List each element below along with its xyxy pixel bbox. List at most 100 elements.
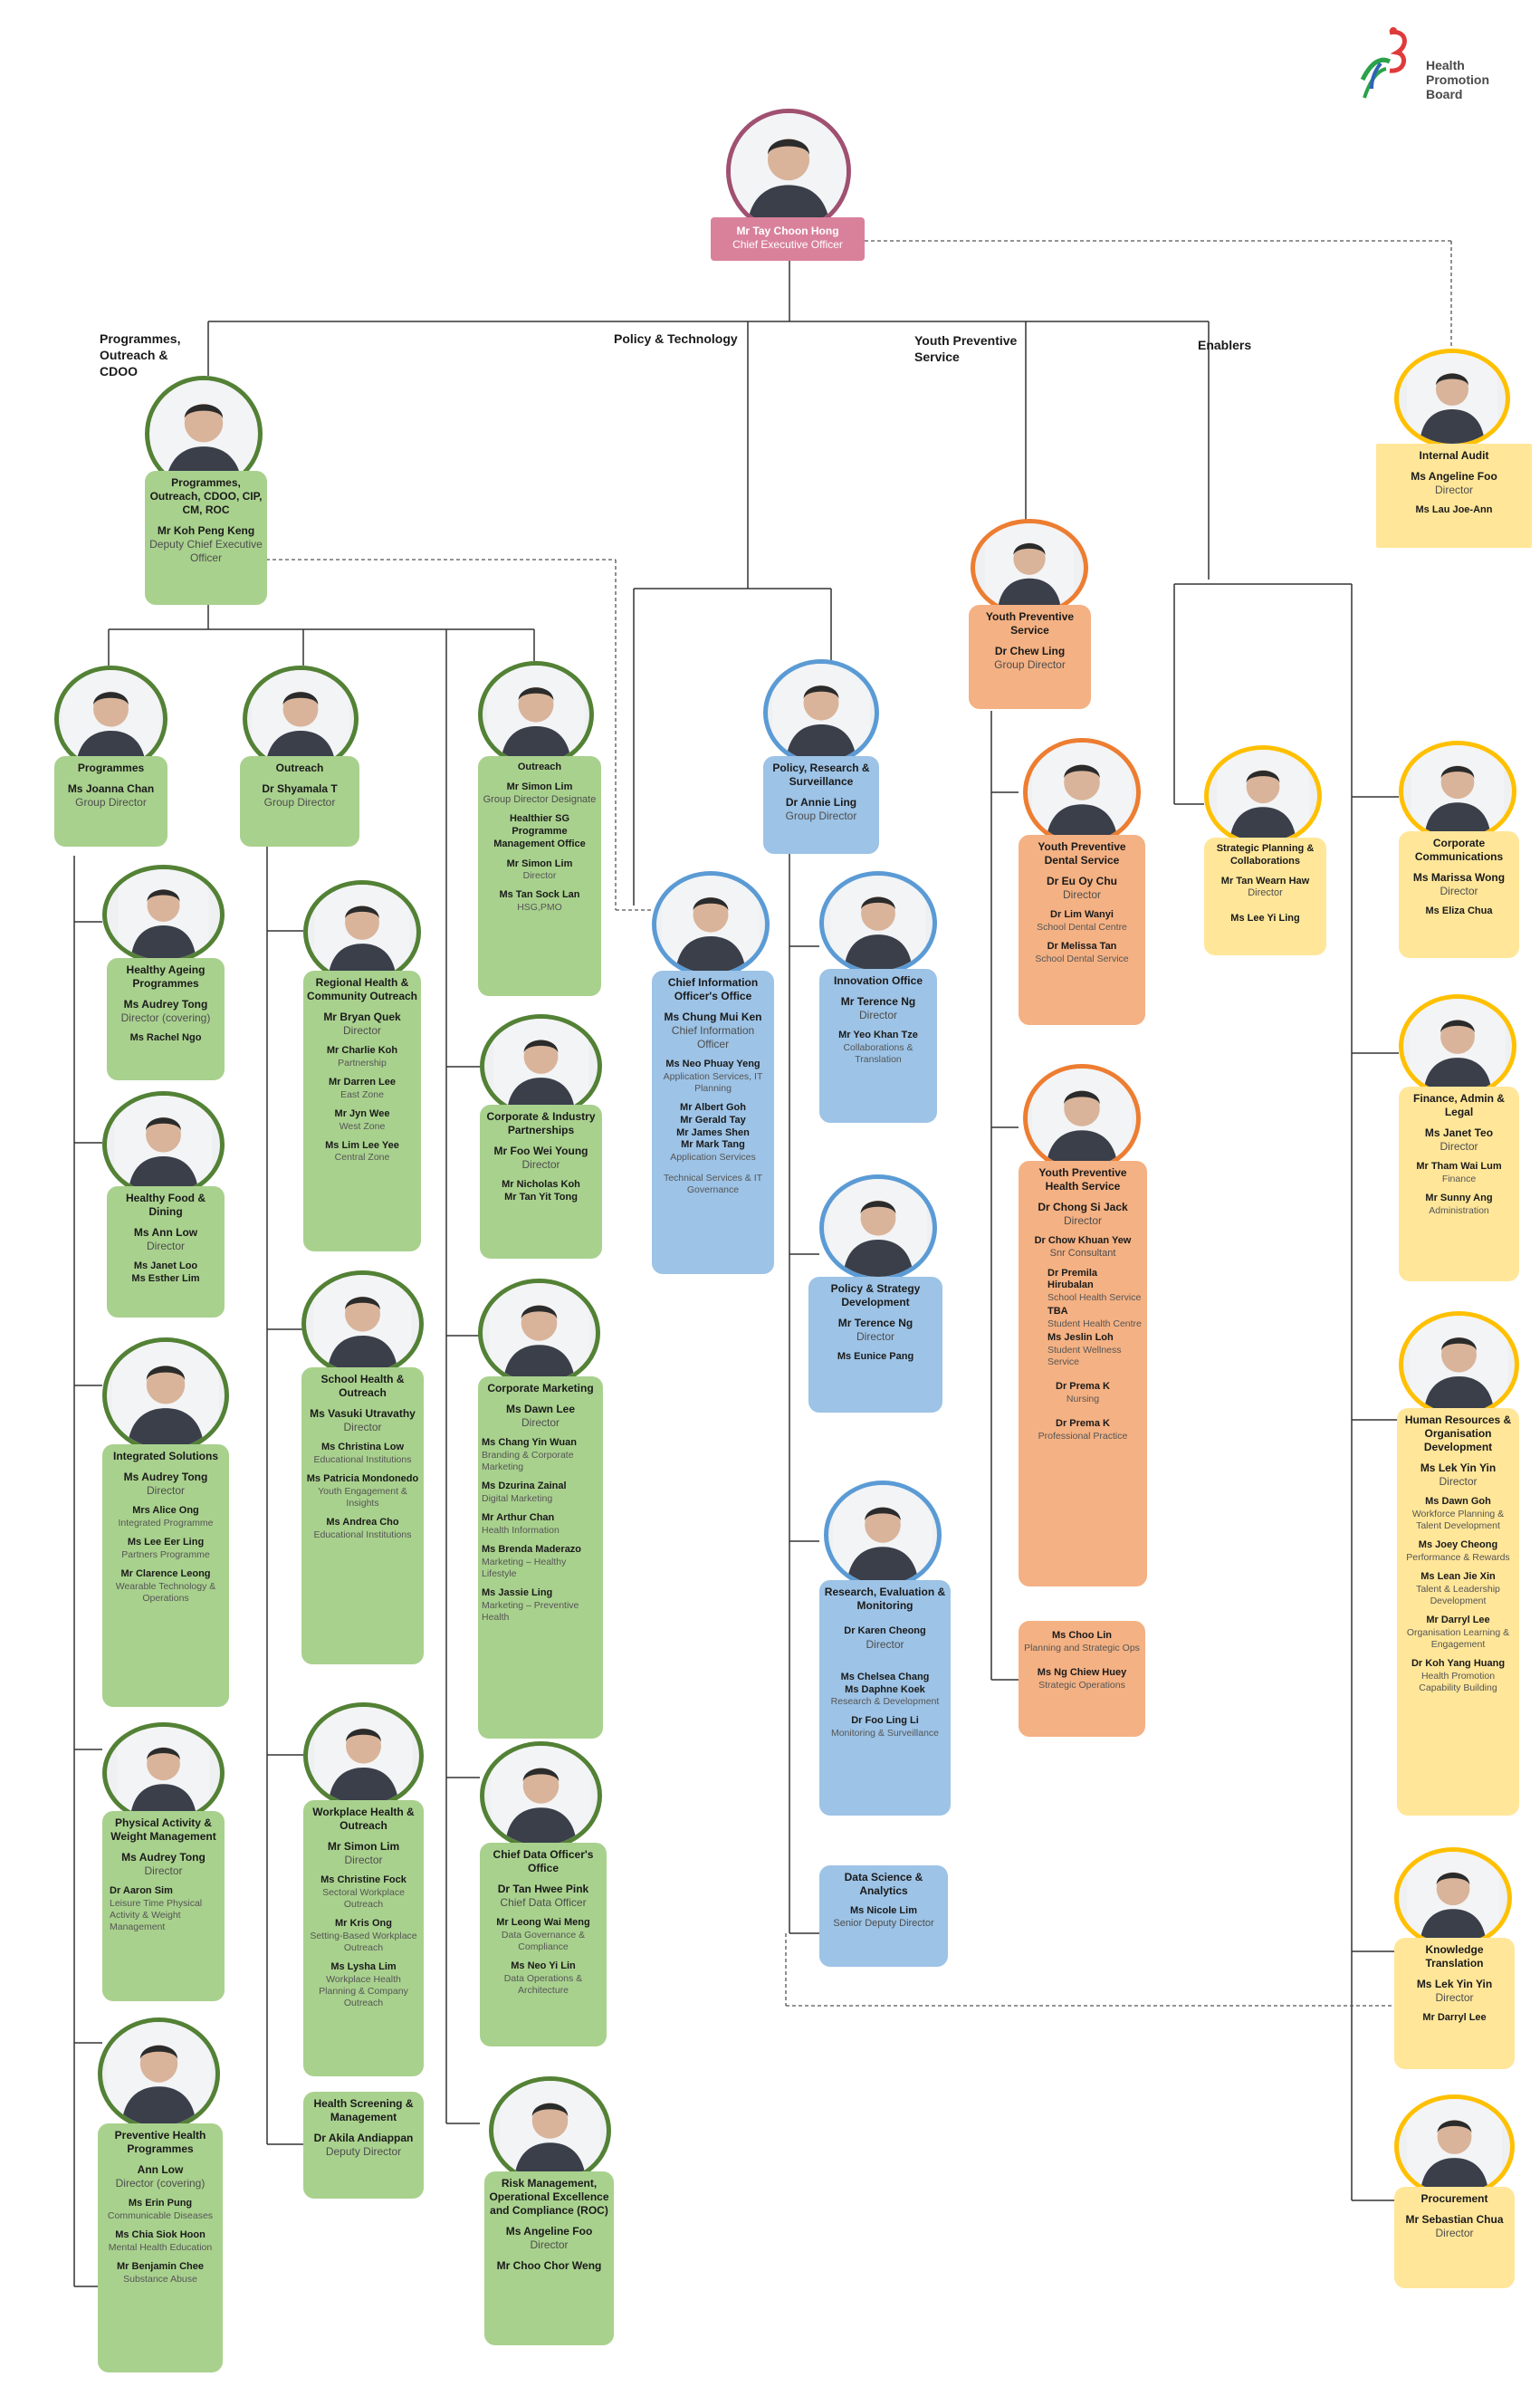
datasci-box[interactable]: Data Science & Analytics Ms Nicole Lim S… (819, 1865, 948, 1967)
planops-box[interactable]: Ms Choo Lin Planning and Strategic Ops M… (1019, 1621, 1145, 1737)
outreach-box[interactable]: Outreach Dr Shyamala T Group Director (240, 756, 359, 847)
corpmkt-s4: Ms Brenda Maderazo (482, 1543, 582, 1555)
audit-box[interactable]: Internal Audit Ms Angeline Foo Director … (1376, 444, 1532, 548)
cio-photo (652, 871, 770, 978)
finance-box[interactable]: Finance, Admin & Legal Ms Janet Teo Dire… (1399, 1087, 1519, 1281)
integrated-s1-role: Integrated Programme (118, 1517, 214, 1529)
hr-s3: Ms Lean Jie Xin (1420, 1570, 1496, 1582)
dceo-box[interactable]: Programmes, Outreach, CDOO, CIP, CM, ROC… (145, 471, 267, 605)
audit-photo (1394, 349, 1510, 448)
corpmkt-box[interactable]: Corporate Marketing Ms Dawn Lee Director… (478, 1376, 603, 1739)
research-box[interactable]: Research, Evaluation & Monitoring Dr Kar… (819, 1580, 951, 1816)
preventive-s2-role: Mental Health Education (108, 2241, 213, 2253)
school-photo (301, 1270, 424, 1377)
cio-title: Chief Information Officer's Office (667, 976, 759, 1002)
cio-name: Ms Chung Mui Ken (664, 1011, 762, 1023)
dental-box[interactable]: Youth Preventive Dental Service Dr Eu Oy… (1019, 835, 1145, 1025)
corpmkt-s1: Ms Chang Yin Wuan (482, 1437, 577, 1448)
integrated-box[interactable]: Integrated Solutions Ms Audrey Tong Dire… (102, 1444, 229, 1707)
regional-s1: Mr Charlie Koh (326, 1045, 398, 1056)
person-icon (306, 1275, 419, 1373)
outreach2-box[interactable]: Outreach Mr Simon Lim Group Director Des… (478, 756, 601, 996)
integrated-s3-role: Wearable Technology & Operations (115, 1580, 216, 1604)
screening-role: Deputy Director (325, 2145, 402, 2158)
person-icon (1399, 2099, 1510, 2194)
outreach2-role: Group Director Designate (483, 793, 597, 805)
dental-s2-role: School Dental Service (1035, 953, 1129, 964)
section-programmes: Programmes, Outreach & CDOO (100, 331, 181, 379)
hr-role: Director (1439, 1475, 1478, 1488)
strategic-box[interactable]: Strategic Planning & Collaborations Mr T… (1204, 838, 1326, 955)
school-name: Ms Vasuki Utravathy (310, 1407, 416, 1420)
outreach-photo (243, 666, 359, 772)
outreach2-sub-2: Mr Simon Lim (506, 858, 573, 869)
screening-box[interactable]: Health Screening & Management Dr Akila A… (303, 2092, 424, 2199)
section-policy: Policy & Technology (614, 331, 738, 346)
corpcomm-box[interactable]: Corporate Communications Ms Marissa Wong… (1399, 831, 1519, 958)
corpmkt-photo (478, 1279, 600, 1387)
roc-name: Ms Angeline Foo (505, 2225, 593, 2238)
yps-name: Dr Chew Ling (994, 645, 1066, 657)
person-icon (483, 1283, 596, 1383)
research-s3-role: Monitoring & Surveillance (830, 1728, 940, 1739)
food-role: Director (146, 1240, 185, 1252)
person-icon (107, 1342, 225, 1449)
innovation-photo (819, 871, 937, 975)
physical-box[interactable]: Physical Activity & Weight Management Ms… (102, 1811, 225, 2001)
cio-box[interactable]: Chief Information Officer's Office Ms Ch… (652, 971, 774, 1274)
innovation-box[interactable]: Innovation Office Mr Terence Ng Director… (819, 969, 937, 1123)
hr-box[interactable]: Human Resources & Organisation Developme… (1397, 1408, 1519, 1816)
yhs-s2: Dr Premila Hirubalan (1047, 1267, 1098, 1291)
hr-s4-role: Organisation Learning & Engagement (1406, 1626, 1510, 1650)
ceo-role: Chief Executive Officer (732, 238, 843, 251)
planops-s2: Ms Ng Chiew Huey (1037, 1666, 1127, 1678)
yhs-box[interactable]: Youth Preventive Health Service Dr Chong… (1019, 1161, 1147, 1586)
school-s2-role: Youth Engagement & Insights (318, 1485, 407, 1509)
yps-box[interactable]: Youth Preventive Service Dr Chew Ling Gr… (969, 605, 1091, 709)
school-box[interactable]: School Health & Outreach Ms Vasuki Utrav… (301, 1367, 424, 1664)
regional-box[interactable]: Regional Health & Community Outreach Mr … (303, 971, 421, 1251)
yhs-s5: Dr Prema K (1056, 1381, 1110, 1392)
workplace-box[interactable]: Workplace Health & Outreach Mr Simon Lim… (303, 1800, 424, 2076)
innovation-s1: Mr Yeo Khan Tze (838, 1030, 918, 1040)
research-role: Director (866, 1637, 904, 1651)
datasci-role: Senior Deputy Director (833, 1917, 934, 1929)
preventive-box[interactable]: Preventive Health Programmes Ann Low Dir… (98, 2123, 223, 2372)
corpind-s1: Mr Nicholas Koh (502, 1179, 580, 1190)
corpind-box[interactable]: Corporate & Industry Partnerships Mr Foo… (480, 1105, 602, 1259)
ceo-box[interactable]: Mr Tay Choon Hong Chief Executive Office… (711, 217, 865, 261)
finance-name: Ms Janet Teo (1424, 1126, 1494, 1139)
roc-box[interactable]: Risk Management, Operational Excellence … (484, 2171, 614, 2345)
yhs-s4-role: Student Wellness Service (1047, 1344, 1122, 1367)
prs-photo (763, 659, 879, 766)
prs-box[interactable]: Policy, Research & Surveillance Dr Annie… (763, 756, 879, 854)
cio-s6-role: Technical Services & IT Governance (663, 1173, 763, 1196)
cdo-s2: Ms Neo Yi Lin (511, 1960, 576, 1971)
programmes-role: Group Director (75, 796, 147, 809)
yhs-s5-role: Nursing (1066, 1393, 1100, 1404)
knowledge-box[interactable]: Knowledge Translation Ms Lek Yin Yin Dir… (1394, 1938, 1515, 2069)
cio-s1: Ms Neo Phuay Yeng (665, 1059, 760, 1069)
dceo-title: Programmes, Outreach, CDOO, CIP, CM, ROC (149, 476, 263, 516)
procure-box[interactable]: Procurement Mr Sebastian Chua Director (1394, 2187, 1515, 2288)
person-icon (975, 523, 1084, 612)
programmes-box[interactable]: Programmes Ms Joanna Chan Group Director (54, 756, 167, 847)
cio-s5-role: Application Services (670, 1152, 756, 1163)
physical-name: Ms Audrey Tong (121, 1851, 206, 1864)
food-sub-2: Ms Esther Lim (131, 1272, 200, 1284)
cdo-box[interactable]: Chief Data Officer's Office Dr Tan Hwee … (480, 1843, 607, 2046)
finance-s2-role: Administration (1429, 1204, 1489, 1216)
workplace-role: Director (344, 1854, 383, 1866)
policydev-s1: Ms Eunice Pang (837, 1351, 914, 1362)
finance-title: Finance, Admin & Legal (1413, 1092, 1505, 1118)
ageing-role: Director (covering) (120, 1011, 211, 1024)
physical-title: Physical Activity & Weight Management (110, 1816, 216, 1843)
prs-role: Group Director (785, 810, 857, 822)
regional-s4: Ms Lim Lee Yee (325, 1139, 399, 1151)
roc-s1: Mr Choo Chor Weng (496, 2259, 602, 2272)
policydev-box[interactable]: Policy & Strategy Development Mr Terence… (808, 1277, 942, 1413)
food-box[interactable]: Healthy Food & Dining Ms Ann Low Directo… (107, 1186, 225, 1318)
ageing-box[interactable]: Healthy Ageing Programmes Ms Audrey Tong… (107, 958, 225, 1080)
planops-s1: Ms Choo Lin (1052, 1630, 1112, 1641)
datasci-name: Ms Nicole Lim (850, 1905, 917, 1916)
